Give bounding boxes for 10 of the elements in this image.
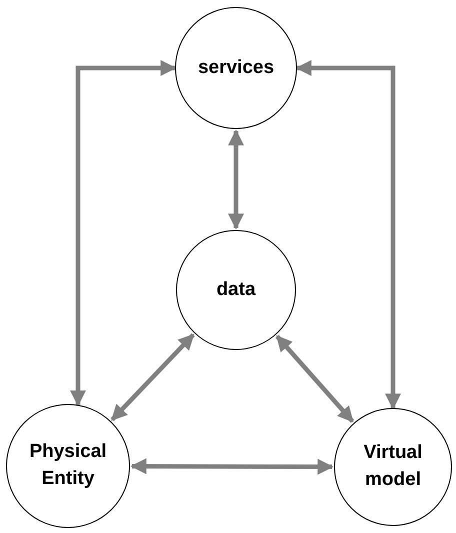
node-label: services — [196, 56, 276, 80]
node-label: data — [215, 278, 257, 302]
double-arrow — [130, 458, 334, 475]
node-label: Physical Entity — [28, 440, 108, 491]
double-arrow — [295, 60, 401, 410]
double-arrow — [70, 60, 177, 406]
double-arrow — [110, 333, 195, 422]
double-arrow — [228, 129, 244, 230]
double-arrow — [275, 334, 354, 423]
node-label: Virtual model — [362, 441, 424, 492]
